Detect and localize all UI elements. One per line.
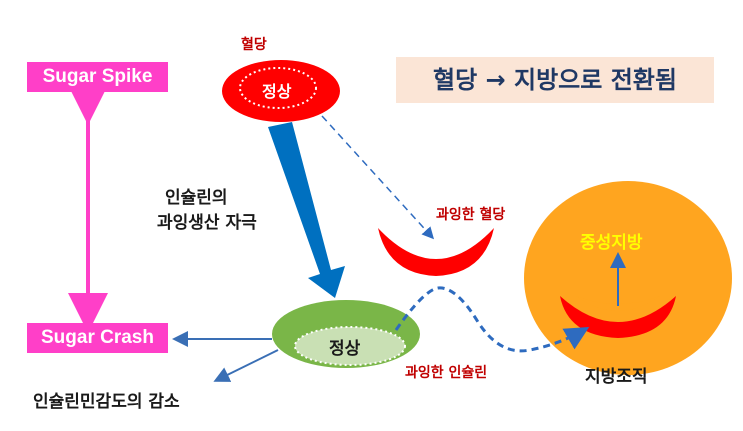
fat-tissue-circle (524, 181, 732, 375)
insulin-over-line2: 과잉생산 자극 (157, 213, 257, 233)
insulin-sensitivity-decrease-label: 인슐린민감도의 감소 (33, 392, 180, 412)
excess-insulin-label: 과잉한 인슐린 (405, 365, 488, 381)
sugar-spike-label: Sugar Spike (27, 62, 168, 92)
excess-blood-sugar-label: 과잉한 혈당 (436, 207, 506, 223)
top-normal-inner-ellipse (239, 67, 317, 109)
top-normal-ellipse (222, 60, 340, 122)
sugar-crash-label: Sugar Crash (27, 323, 168, 353)
page-title: 혈당 → 지방으로 전환됨 (396, 57, 714, 103)
bottom-normal-inner-ellipse (294, 326, 406, 366)
dashed-insulin-curve (394, 286, 590, 353)
insulin-over-line1: 인슐린의 (165, 188, 228, 208)
fat-tissue-label: 지방조직 (585, 367, 648, 387)
blood-sugar-label: 혈당 (241, 37, 267, 53)
neutral-fat-label: 중성지방 (580, 233, 643, 253)
bottom-normal-text: 정상 (329, 339, 361, 359)
insulin-stimulus-arrow (268, 122, 345, 298)
dashed-arrow-to-excess-sugar (321, 115, 435, 240)
arrow-to-sensitivity-decrease (213, 349, 279, 382)
excess-sugar-bowl (378, 228, 494, 276)
top-normal-text: 정상 (262, 82, 292, 101)
